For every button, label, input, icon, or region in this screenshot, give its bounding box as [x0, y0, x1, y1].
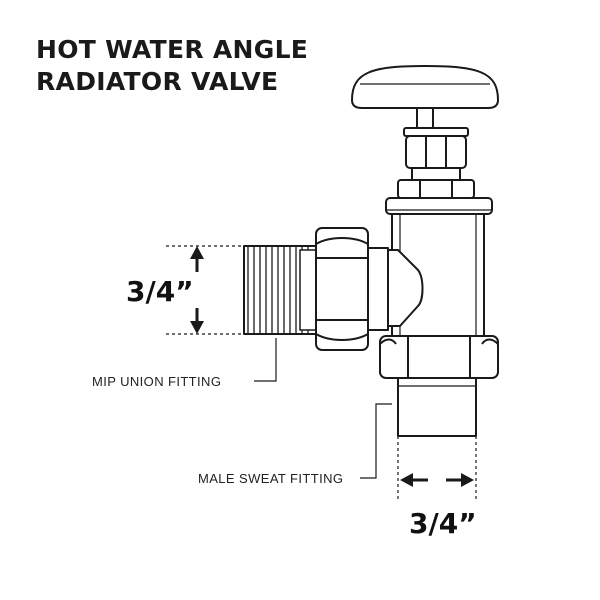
diagram-title: HOT WATER ANGLE RADIATOR VALVE — [36, 34, 308, 98]
sweat-callout-label: MALE SWEAT FITTING — [198, 471, 343, 486]
arrow-down-icon — [190, 321, 204, 334]
bonnet — [385, 197, 493, 215]
side-boss — [383, 249, 424, 327]
valve-handle — [351, 65, 499, 109]
packing-nut — [403, 127, 469, 169]
mip-callout-label: MIP UNION FITTING — [92, 374, 221, 389]
sweat-tailpiece — [397, 377, 477, 437]
arrow-right-icon — [461, 473, 474, 487]
union-nut — [315, 227, 389, 351]
title-line-2: RADIATOR VALVE — [36, 67, 279, 96]
tailpiece-nut — [379, 335, 499, 379]
sweat-dimension — [397, 436, 477, 500]
stem-collar — [397, 167, 475, 199]
mip-thread — [243, 245, 317, 335]
mip-dimension-label: 3/4” — [126, 275, 194, 308]
title-line-1: HOT WATER ANGLE — [36, 35, 309, 64]
sweat-callout-leader — [360, 403, 392, 479]
arrow-up-icon — [190, 246, 204, 259]
mip-dimension — [166, 245, 244, 335]
sweat-dimension-label: 3/4” — [409, 507, 477, 540]
arrow-left-icon — [400, 473, 413, 487]
mip-callout-leader — [254, 338, 277, 382]
